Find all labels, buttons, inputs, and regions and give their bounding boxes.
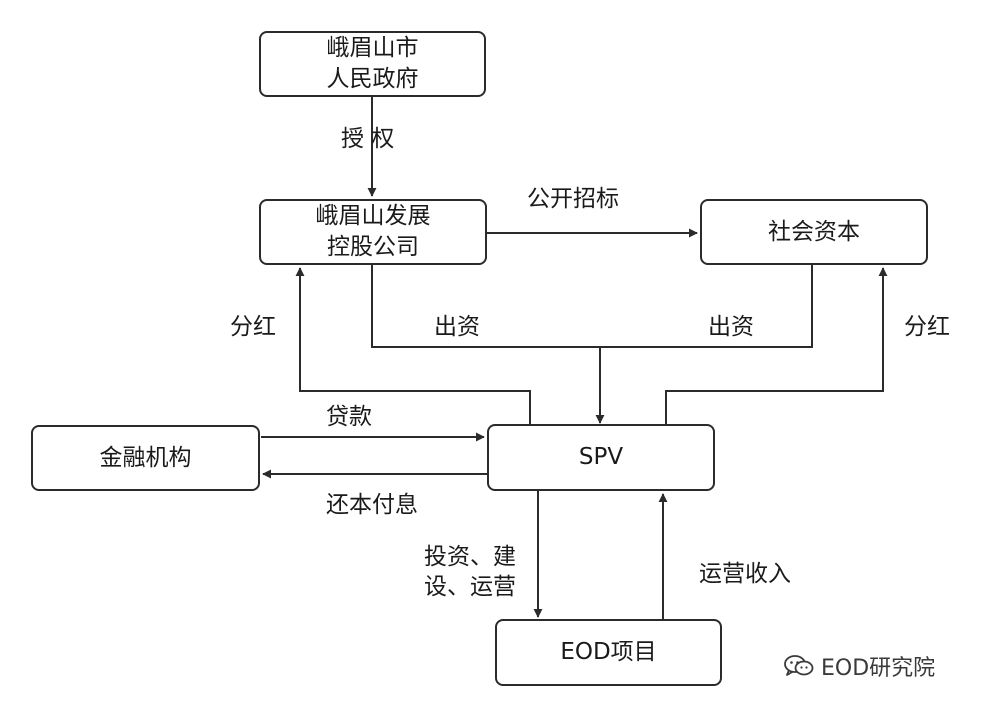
- label-invest-right: 出资: [708, 314, 754, 340]
- label-build-line1: 投资、建: [424, 544, 516, 570]
- edge-invest-right: [600, 265, 813, 348]
- node-spv: SPV: [487, 424, 715, 491]
- label-repay: 还本付息: [326, 492, 418, 518]
- node-holding-line2: 控股公司: [327, 234, 419, 260]
- node-holding-line1: 峨眉山发展: [315, 203, 431, 229]
- node-financial-institution: 金融机构: [31, 425, 260, 491]
- node-government: 峨眉山市 人民政府: [259, 31, 486, 97]
- watermark: EOD研究院: [783, 650, 935, 682]
- watermark-text: EOD研究院: [821, 656, 936, 681]
- node-financial-label: 金融机构: [99, 444, 192, 471]
- wechat-icon: [784, 655, 814, 676]
- label-revenue: 运营收入: [699, 561, 791, 587]
- node-eod-project: EOD项目: [495, 619, 722, 686]
- label-invest-left: 出资: [434, 314, 480, 340]
- edge-dividend-right: [665, 267, 888, 424]
- node-government-line2: 人民政府: [326, 66, 419, 92]
- label-loan: 贷款: [326, 404, 372, 430]
- label-dividend-left: 分红: [230, 314, 276, 340]
- node-holding-company: 峨眉山发展 控股公司: [259, 199, 487, 265]
- node-social-capital: 社会资本: [700, 199, 928, 265]
- node-social-capital-label: 社会资本: [768, 218, 860, 245]
- label-build: 投资、建 设、运营: [424, 542, 516, 602]
- edge-dividend-left: [295, 267, 531, 424]
- edge-invest-left: [371, 265, 600, 348]
- label-authorize: 授 权: [341, 126, 395, 152]
- node-eod-label: EOD项目: [560, 639, 657, 665]
- label-tender: 公开招标: [527, 186, 619, 212]
- node-government-line1: 峨眉山市: [326, 35, 419, 61]
- node-spv-label: SPV: [578, 444, 624, 470]
- label-build-line2: 设、运营: [424, 574, 516, 600]
- label-dividend-right: 分红: [904, 314, 950, 340]
